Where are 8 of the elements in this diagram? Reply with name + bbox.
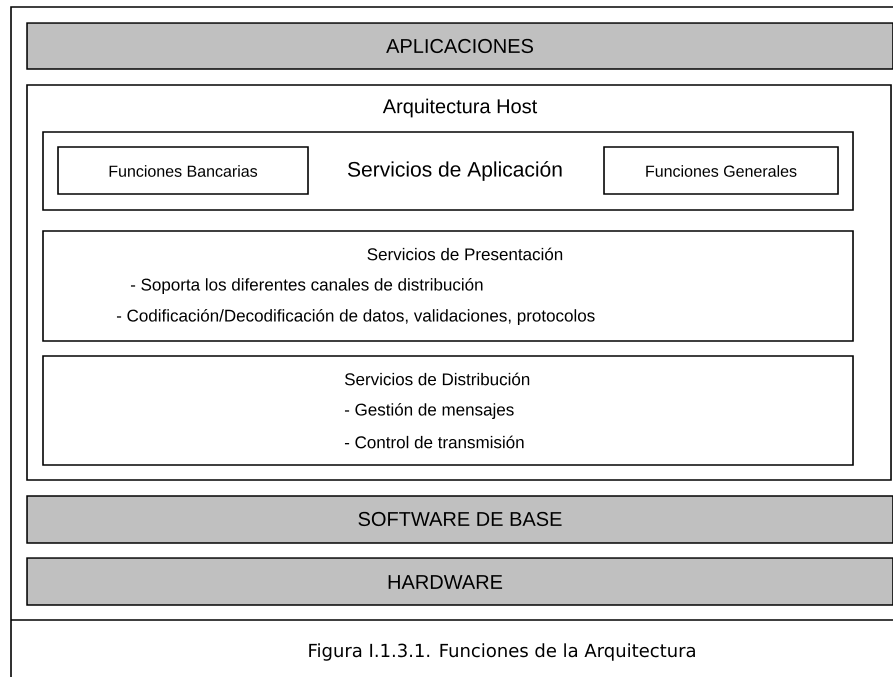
layer-band: APLICACIONES [26,22,893,70]
function-box: Funciones Bancarias [57,146,309,195]
layer-box: Servicios de Presentación - Soporta los diferentes canales de distribución - Codificación/Decodificación de datos, validaciones, protocolos [42,230,854,342]
layer-band: SOFTWARE DE BASE [26,495,893,544]
layer-band: HARDWARE [26,557,893,606]
function-box: Funciones Generales [603,146,839,195]
caption: Figura I.1.3.1. Funciones de la Arquitectura [309,643,695,661]
layer-box: Servicios de Distribución - Gestión de mensajes - Control de transmisión [42,355,854,466]
